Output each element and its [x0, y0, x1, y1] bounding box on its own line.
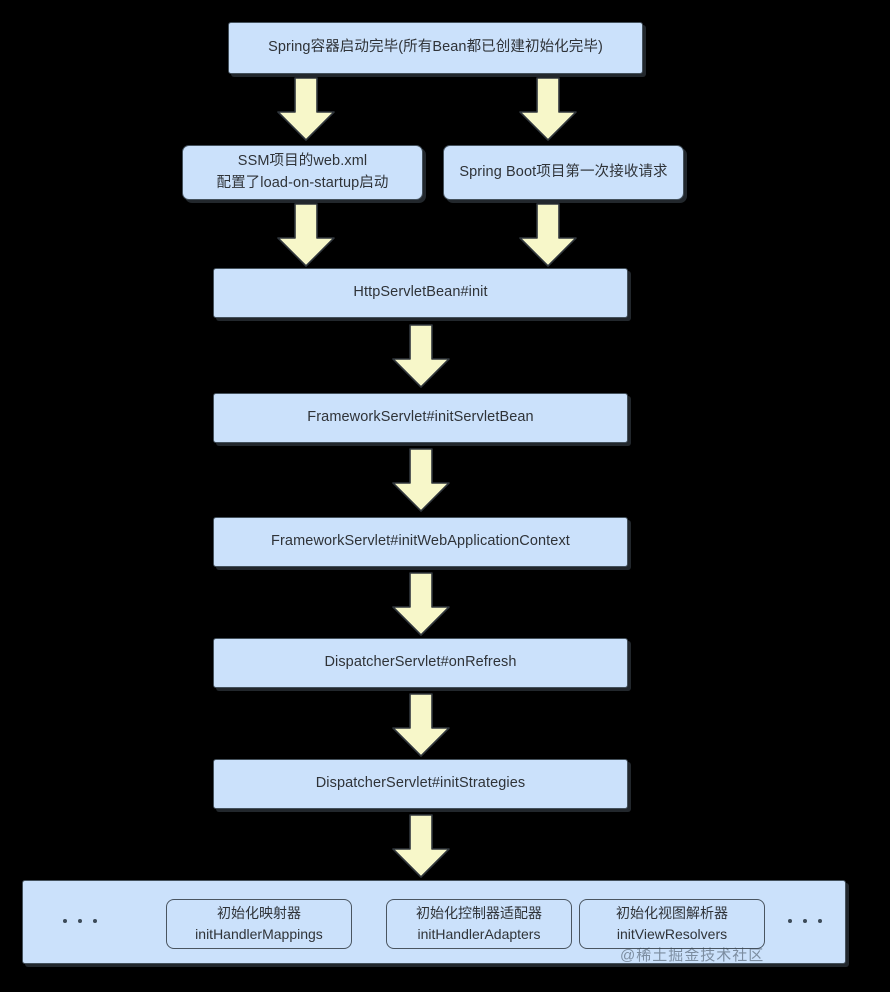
arrow-down-root-to-springboot: [517, 77, 579, 142]
node-httpservletbean-init[interactable]: HttpServletBean#init: [213, 268, 628, 318]
node-label-line2: 配置了load-on-startup启动: [216, 174, 389, 191]
node-dispatcherservlet-onrefresh[interactable]: DispatcherServlet#onRefresh: [213, 638, 628, 688]
subnode-label-line2: initHandlerMappings: [195, 926, 323, 942]
node-label: Spring容器启动完毕(所有Bean都已创建初始化完毕): [268, 39, 603, 56]
strategies-band: 初始化映射器 initHandlerMappings 初始化控制器适配器 ini…: [22, 880, 846, 964]
ellipsis-right: [788, 919, 822, 923]
dot: [788, 919, 792, 923]
arrow-down-to-frameworkservlet-initwebapplicationcontext: [390, 448, 452, 513]
subnode-label-line2: initViewResolvers: [616, 926, 728, 942]
node-spring-container-started[interactable]: Spring容器启动完毕(所有Bean都已创建初始化完毕): [228, 22, 643, 74]
subnode-label: 初始化控制器适配器 initHandlerAdapters: [387, 903, 571, 945]
node-label: DispatcherServlet#initStrategies: [315, 775, 526, 792]
subnode-init-view-resolvers[interactable]: 初始化视图解析器 initViewResolvers: [579, 899, 765, 949]
dot: [78, 919, 82, 923]
dot: [818, 919, 822, 923]
node-label: HttpServletBean#init: [353, 284, 488, 301]
arrow-down-to-dispatcherservlet-initstrategies: [390, 693, 452, 758]
subnode-label: 初始化视图解析器 initViewResolvers: [580, 903, 764, 945]
arrow-down-root-to-ssm: [275, 77, 337, 142]
dot: [93, 919, 97, 923]
dot: [63, 919, 67, 923]
dot: [803, 919, 807, 923]
subnode-label-line2: initHandlerAdapters: [417, 926, 541, 942]
subnode-label-line1: 初始化映射器: [217, 905, 301, 921]
arrow-down-to-frameworkservlet-initservletbean: [390, 324, 452, 389]
node-label-line1: SSM项目的web.xml: [237, 153, 368, 170]
node-label: Spring Boot项目第一次接收请求: [459, 163, 668, 180]
node-label: SSM项目的web.xml 配置了load-on-startup启动: [216, 151, 388, 193]
node-label: DispatcherServlet#onRefresh: [324, 654, 517, 671]
arrow-down-to-dispatcherservlet-onrefresh: [390, 572, 452, 637]
subnode-label-line1: 初始化视图解析器: [616, 905, 728, 921]
watermark: @稀土掘金技术社区: [620, 947, 765, 964]
node-springboot-first-request[interactable]: Spring Boot项目第一次接收请求: [443, 145, 684, 200]
node-ssm-web-xml[interactable]: SSM项目的web.xml 配置了load-on-startup启动: [182, 145, 423, 200]
node-label: FrameworkServlet#initServletBean: [307, 409, 534, 426]
node-label: FrameworkServlet#initWebApplicationConte…: [271, 533, 570, 550]
arrow-down-to-strategies-band: [390, 814, 452, 879]
node-frameworkservlet-initwebapplicationcontext[interactable]: FrameworkServlet#initWebApplicationConte…: [213, 517, 628, 567]
node-dispatcherservlet-initstrategies[interactable]: DispatcherServlet#initStrategies: [213, 759, 628, 809]
subnode-label-line1: 初始化控制器适配器: [416, 905, 542, 921]
arrow-down-springboot-to-httpservletbean: [517, 203, 579, 268]
subnode-label: 初始化映射器 initHandlerMappings: [167, 903, 351, 945]
node-frameworkservlet-initservletbean[interactable]: FrameworkServlet#initServletBean: [213, 393, 628, 443]
arrow-down-ssm-to-httpservletbean: [275, 203, 337, 268]
ellipsis-left: [63, 919, 97, 923]
subnode-init-handler-adapters[interactable]: 初始化控制器适配器 initHandlerAdapters: [386, 899, 572, 949]
subnode-init-handler-mappings[interactable]: 初始化映射器 initHandlerMappings: [166, 899, 352, 949]
